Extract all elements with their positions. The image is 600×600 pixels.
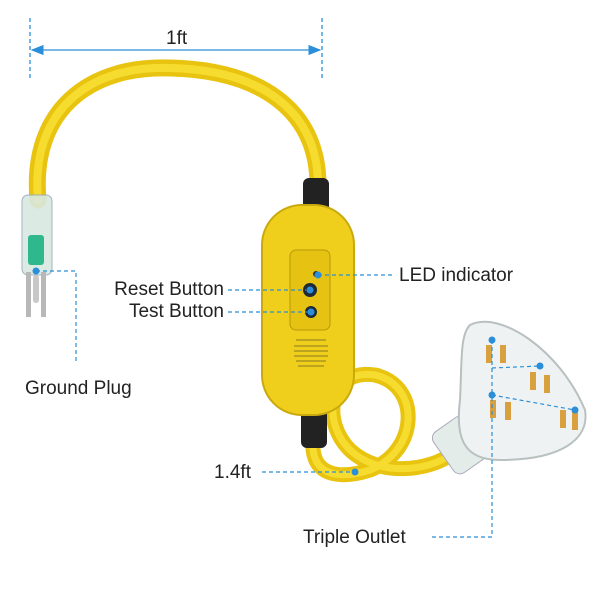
ground-plug [21,194,53,317]
annotation-dots [32,267,579,476]
triple-outlet-label: Triple Outlet [303,527,406,548]
length-label-1-4ft: 1.4ft [214,462,251,483]
triple-outlet [431,320,587,475]
ground-plug-label: Ground Plug [25,378,132,399]
led-indicator-label: LED indicator [399,265,514,286]
dimension-line-1ft [29,18,323,80]
bottom-strain-relief [301,408,327,448]
test-button-label: Test Button [128,301,224,322]
length-label-1ft: 1ft [166,28,188,49]
reset-button-label: Reset Button [114,279,224,300]
annotation-leaders [36,270,576,538]
